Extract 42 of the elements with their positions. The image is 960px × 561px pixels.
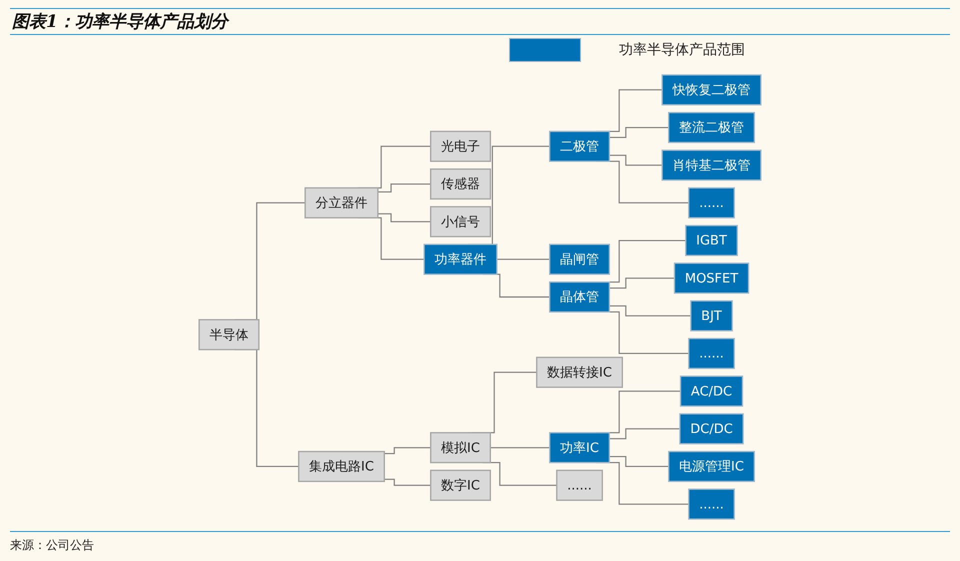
- node-box: 二极管: [549, 130, 610, 162]
- node-box: DC/DC: [679, 413, 744, 444]
- node-box: BJT: [690, 300, 733, 332]
- connector: [490, 447, 550, 448]
- connector: [609, 154, 662, 166]
- node-box: 传感器: [430, 168, 492, 200]
- node-box: 功率器件: [424, 244, 498, 275]
- legend-label: 功率半导体产品范围: [619, 41, 745, 59]
- node-box: AC/DC: [680, 376, 744, 407]
- node-box: IGBT: [685, 224, 738, 256]
- connector: [378, 183, 431, 192]
- connector: [609, 456, 669, 468]
- connector: [378, 213, 431, 222]
- node-box: 半导体: [198, 319, 260, 350]
- node-box: 电源管理IC: [668, 450, 755, 482]
- node-box: 功率IC: [549, 432, 610, 464]
- connector: [384, 478, 431, 486]
- node-box: 数字IC: [430, 470, 491, 501]
- figure-title: 图表1：功率半导体产品划分: [12, 11, 228, 33]
- source-note: 来源：公司公告: [10, 537, 94, 554]
- connector: [496, 258, 550, 260]
- node-box: 整流二极管: [668, 112, 756, 144]
- node-box: 晶体管: [549, 281, 610, 313]
- node-box: 肖特基二极管: [662, 150, 762, 181]
- node-box: 模拟IC: [430, 432, 491, 464]
- connector: [609, 278, 674, 289]
- connector: [384, 447, 431, 454]
- connector: [609, 305, 691, 316]
- node-box: ......: [688, 488, 735, 520]
- node-box: 晶闸管: [549, 244, 610, 275]
- node-box: ......: [688, 187, 735, 218]
- node-box: 数据转接IC: [536, 356, 623, 388]
- node-box: MOSFET: [674, 262, 750, 294]
- node-box: ......: [688, 338, 735, 370]
- node-box: ......: [556, 470, 603, 501]
- node-box: 快恢复二极管: [662, 74, 762, 106]
- connector: [609, 126, 669, 138]
- node-box: 光电子: [430, 130, 492, 162]
- node-box: 集成电路IC: [298, 450, 385, 482]
- node-box: 小信号: [430, 206, 492, 238]
- node-box: 分立器件: [304, 187, 379, 218]
- connector: [609, 428, 680, 440]
